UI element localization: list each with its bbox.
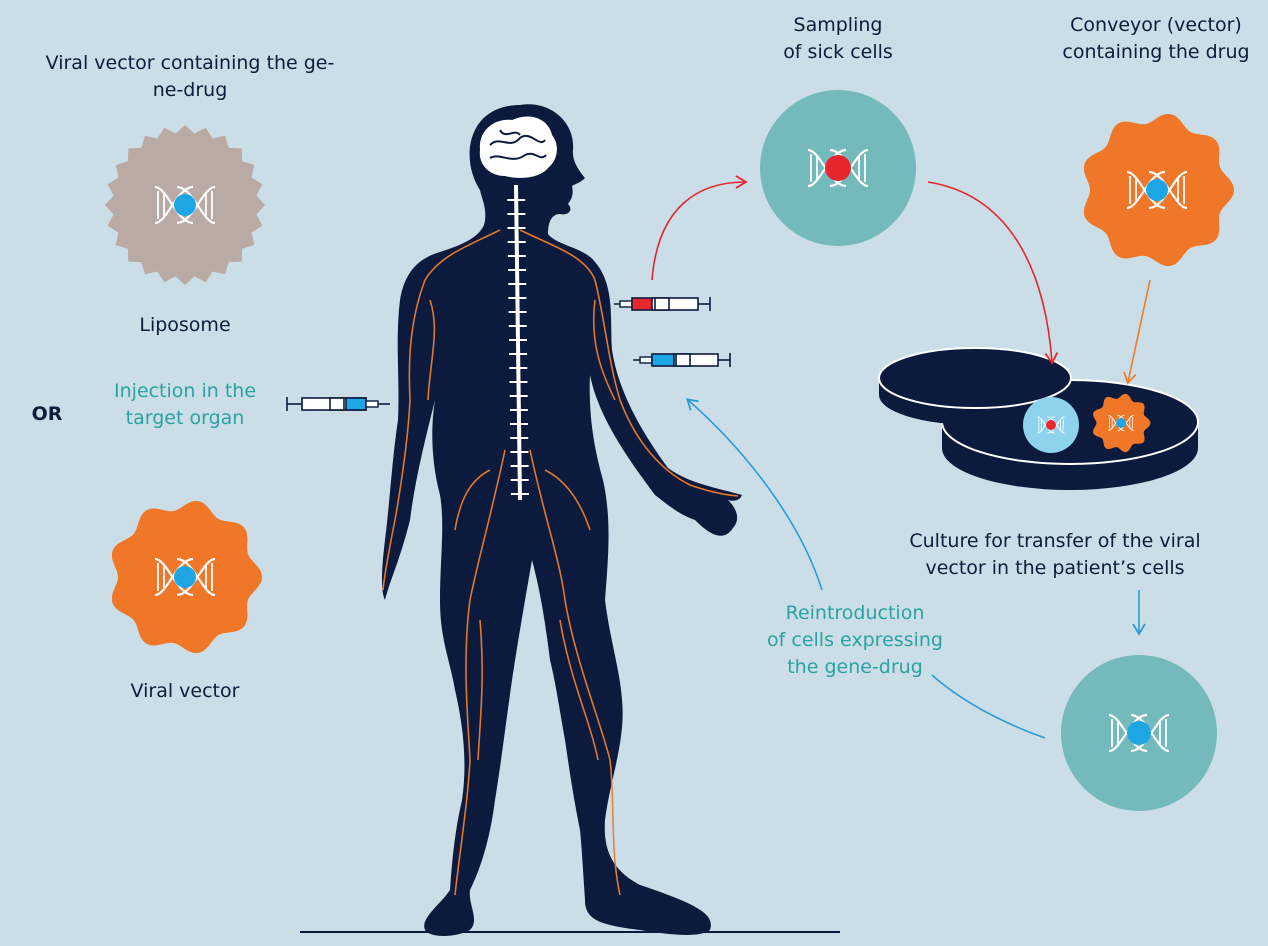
reintro-line2: of cells expressing — [740, 627, 970, 654]
syringe-icon-red — [614, 297, 710, 311]
reintro-line3: the gene-drug — [740, 654, 970, 681]
arrow-conveyor-to-dish — [1128, 280, 1150, 382]
viral-vector-icon — [112, 501, 262, 653]
brain-icon — [480, 116, 557, 177]
sick-cell-icon — [760, 90, 916, 246]
injection-line2: target organ — [95, 405, 275, 432]
sampling-label: Sampling of sick cells — [758, 12, 918, 66]
viral-vector-title: Viral vector containing the ge- ne-drug — [30, 50, 350, 104]
liposome-icon — [105, 125, 265, 285]
conveyor-label: Conveyor (vector) containing the drug — [1048, 12, 1264, 66]
syringe-icon-blue — [633, 353, 730, 367]
culture-cell-icon — [1023, 397, 1079, 453]
human-body-icon — [382, 104, 742, 936]
reintro-line1: Reintroduction — [740, 600, 970, 627]
conveyor-line2: containing the drug — [1048, 39, 1264, 66]
viral-vector-title-line1: Viral vector containing the ge- — [30, 50, 350, 77]
arrow-to-sampling — [652, 182, 745, 280]
injection-line1: Injection in the — [95, 378, 275, 405]
arrow-sampling-to-dish — [928, 182, 1052, 362]
or-label: OR — [22, 401, 72, 428]
culture-line1: Culture for transfer of the viral — [878, 528, 1232, 555]
conveyor-vector-icon — [1084, 114, 1234, 266]
viral-vector-label: Viral vector — [85, 678, 285, 705]
syringe-icon-left — [287, 397, 390, 411]
line-reintroduction-link — [932, 675, 1045, 738]
sampling-line1: Sampling — [758, 12, 918, 39]
culture-line2: vector in the patient’s cells — [878, 555, 1232, 582]
viral-vector-title-line2: ne-drug — [30, 77, 350, 104]
culture-label: Culture for transfer of the viral vector… — [878, 528, 1232, 582]
injection-label: Injection in the target organ — [95, 378, 275, 432]
reintroduction-label: Reintroduction of cells expressing the g… — [740, 600, 970, 681]
conveyor-line1: Conveyor (vector) — [1048, 12, 1264, 39]
liposome-label: Liposome — [85, 312, 285, 339]
sampling-line2: of sick cells — [758, 39, 918, 66]
treated-cell-icon — [1061, 655, 1217, 811]
